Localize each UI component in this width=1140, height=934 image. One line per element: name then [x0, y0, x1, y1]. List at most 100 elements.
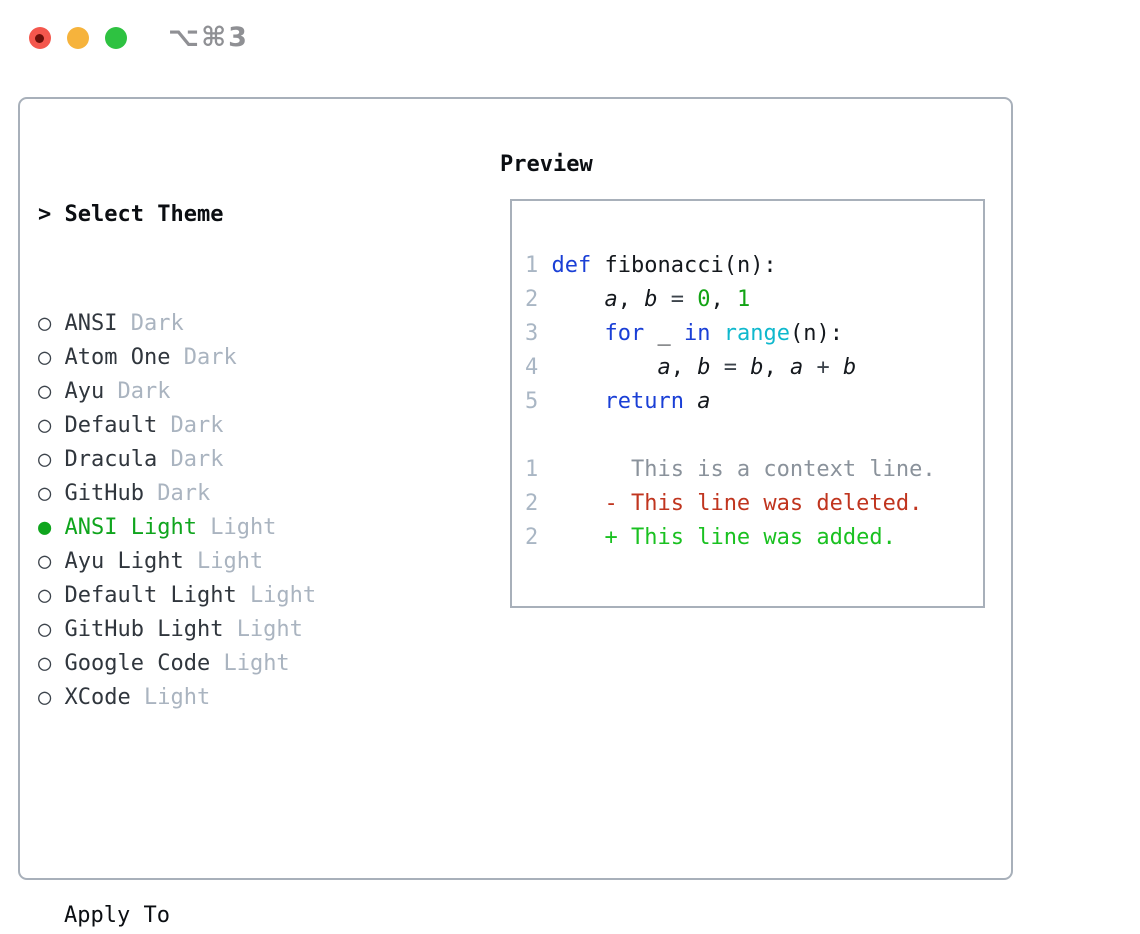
code-line: 2 + This line was added.	[525, 521, 936, 555]
theme-picker-panel: > Select Theme ○ ANSI Dark○ Atom One Dar…	[18, 97, 1013, 928]
radio-icon: ○	[38, 481, 65, 506]
theme-name: Ayu Light	[64, 549, 197, 574]
theme-name: Google Code	[64, 651, 224, 676]
code-segment-op: =	[657, 287, 698, 312]
code-segment-var: a	[789, 355, 804, 380]
code-segment-kw: in	[683, 321, 711, 346]
code-segment-var: b	[842, 355, 857, 380]
theme-option-ansi[interactable]: ○ ANSI Dark	[38, 307, 409, 341]
code-segment-var: b	[750, 355, 764, 380]
line-number: 2	[525, 525, 539, 550]
theme-name: Default	[64, 413, 171, 438]
code-segment-plain	[710, 321, 723, 346]
code-segment-num: 0	[697, 287, 711, 312]
theme-name: ANSI	[64, 311, 131, 336]
zoom-button-icon[interactable]	[105, 27, 127, 49]
radio-icon: ○	[38, 345, 65, 370]
theme-name: Ayu	[64, 379, 118, 404]
theme-option-default-light[interactable]: ○ Default Light Light	[38, 579, 409, 613]
spacer	[38, 790, 409, 824]
theme-name: Dracula	[64, 447, 171, 472]
radio-icon: ○	[38, 413, 65, 438]
code-segment-plain: (n):	[789, 321, 843, 346]
theme-variant: Light	[236, 617, 303, 642]
theme-name: ANSI Light	[64, 515, 211, 540]
theme-variant: Light	[210, 515, 277, 540]
radio-icon: ○	[38, 311, 65, 336]
theme-variant: Dark	[130, 311, 184, 336]
code-segment-plain: ,	[670, 355, 698, 380]
titlebar: ⌥⌘3	[0, 0, 1140, 76]
theme-option-dracula[interactable]: ○ Dracula Dark	[38, 443, 409, 477]
line-number: 3	[525, 321, 539, 346]
theme-variant: Dark	[157, 481, 211, 506]
code-segment-builtin: range	[723, 321, 790, 346]
radio-icon: ○	[38, 583, 65, 608]
code-line: 4 a, b = b, a + b	[525, 351, 936, 385]
code-segment-var: a	[657, 355, 671, 380]
code-segment-var: a	[604, 287, 618, 312]
select-theme-title: Select Theme	[64, 202, 224, 227]
code-line: 3 for _ in range(n):	[525, 317, 936, 351]
code-segment-add: + This line was added.	[604, 525, 896, 550]
theme-variant: Dark	[117, 379, 171, 404]
radio-icon: ○	[38, 651, 65, 676]
code-line: 5 return a	[525, 385, 936, 419]
code-segment-plain: fibonacci(n):	[591, 253, 777, 278]
theme-variant: Dark	[183, 345, 237, 370]
code-segment-plain	[538, 287, 604, 312]
code-segment-plain: ,	[763, 355, 790, 380]
theme-name: GitHub Light	[64, 617, 237, 642]
code-segment-kw: def	[551, 253, 592, 278]
line-number: 1	[525, 457, 539, 482]
theme-variant: Light	[249, 583, 317, 608]
code-segment-plain	[538, 525, 604, 550]
code-segment-plain: ,	[710, 287, 737, 312]
close-button-icon[interactable]	[29, 27, 51, 49]
line-number: 2	[525, 287, 539, 312]
code-segment-op: =	[710, 355, 751, 380]
code-segment-var: a	[697, 389, 711, 414]
theme-variant: Light	[143, 685, 211, 710]
radio-selected-icon: ●	[38, 515, 65, 540]
radio-icon: ○	[38, 685, 65, 710]
code-segment-plain	[538, 491, 604, 516]
theme-list-column: > Select Theme ○ ANSI Dark○ Atom One Dar…	[38, 148, 409, 934]
code-segment-plain	[538, 457, 631, 482]
focus-caret-icon: >	[38, 202, 65, 227]
theme-option-atom-one[interactable]: ○ Atom One Dark	[38, 341, 409, 375]
code-line	[525, 419, 936, 453]
theme-option-default[interactable]: ○ Default Dark	[38, 409, 409, 443]
code-segment-var: b	[644, 287, 658, 312]
code-segment-kw: return	[604, 389, 684, 414]
theme-option-github[interactable]: ○ GitHub Dark	[38, 477, 409, 511]
theme-option-ansi-light[interactable]: ● ANSI Light Light	[38, 511, 409, 545]
theme-option-google-code[interactable]: ○ Google Code Light	[38, 647, 409, 681]
theme-name: XCode	[64, 685, 144, 710]
minimize-button-icon[interactable]	[67, 27, 89, 49]
code-segment-plain	[538, 253, 551, 278]
code-segment-num: 1	[736, 287, 751, 312]
code-line: 2 - This line was deleted.	[525, 487, 936, 521]
radio-icon: ○	[38, 447, 65, 472]
code-line: 2 a, b = 0, 1	[525, 283, 936, 317]
code-segment-plain: ,	[617, 287, 645, 312]
theme-list: ○ ANSI Dark○ Atom One Dark○ Ayu Dark○ De…	[38, 307, 409, 715]
line-number: 4	[525, 355, 539, 380]
theme-variant: Light	[196, 549, 264, 574]
theme-option-ayu[interactable]: ○ Ayu Dark	[38, 375, 409, 409]
theme-option-github-light[interactable]: ○ GitHub Light Light	[38, 613, 409, 647]
theme-variant: Dark	[170, 447, 224, 472]
code-segment-op: +	[803, 355, 843, 380]
radio-icon: ○	[38, 549, 65, 574]
radio-icon: ○	[38, 617, 65, 642]
theme-option-ayu-light[interactable]: ○ Ayu Light Light	[38, 545, 409, 579]
code-segment-plain	[684, 389, 697, 414]
window-shortcut-label: ⌥⌘3	[168, 22, 249, 53]
theme-option-xcode[interactable]: ○ XCode Light	[38, 681, 409, 715]
select-theme-header: > Select Theme	[38, 198, 409, 232]
line-number: 5	[525, 389, 539, 414]
